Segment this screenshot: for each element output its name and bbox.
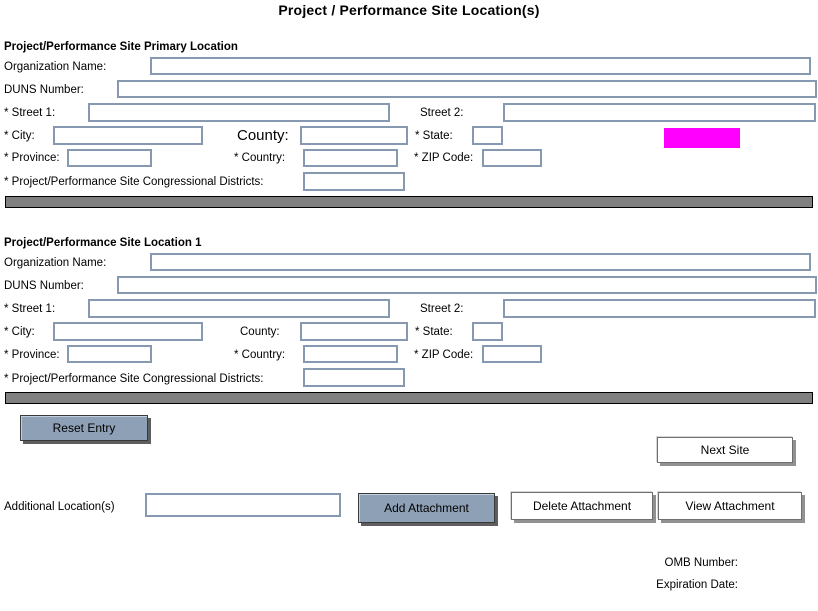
site1-state-input[interactable]: [472, 322, 503, 341]
site1-country-label: * Country:: [234, 349, 286, 361]
primary-congressional-districts-input[interactable]: [303, 172, 405, 191]
primary-organization-name-label: Organization Name:: [4, 61, 107, 73]
additional-locations-input[interactable]: [145, 493, 341, 517]
site1-province-label: * Province:: [4, 349, 60, 361]
omb-number-label: OMB Number:: [664, 557, 739, 569]
site1-street1-input[interactable]: [88, 299, 390, 318]
page-title: Project / Performance Site Location(s): [278, 2, 540, 18]
primary-county-label: County:: [237, 127, 289, 144]
site1-county-input[interactable]: [300, 322, 408, 341]
primary-city-input[interactable]: [53, 126, 203, 145]
primary-province-label: * Province:: [4, 152, 60, 164]
primary-state-input[interactable]: [472, 126, 503, 145]
site1-street2-label: Street 2:: [420, 303, 464, 315]
next-site-button[interactable]: Next Site: [657, 437, 793, 463]
primary-city-label: * City:: [4, 130, 35, 142]
site1-organization-name-input[interactable]: [150, 253, 811, 271]
add-attachment-button[interactable]: Add Attachment: [358, 493, 495, 523]
site1-duns-number-label: DUNS Number:: [4, 280, 84, 292]
site1-duns-number-input[interactable]: [117, 276, 817, 294]
site1-zip-code-label: * ZIP Code:: [414, 349, 474, 361]
site1-street2-input[interactable]: [503, 299, 816, 318]
section-heading-primary-location: Project/Performance Site Primary Locatio…: [4, 41, 238, 53]
site1-province-input[interactable]: [67, 345, 152, 363]
primary-street2-label: Street 2:: [420, 107, 464, 119]
site1-county-label: County:: [240, 326, 280, 338]
primary-duns-number-input[interactable]: [117, 80, 817, 98]
site1-organization-name-label: Organization Name:: [4, 257, 107, 269]
site1-street1-label: * Street 1:: [4, 303, 56, 315]
section-heading-site-location-1: Project/Performance Site Location 1: [4, 237, 202, 249]
additional-locations-label: Additional Location(s): [4, 501, 115, 513]
view-attachment-button[interactable]: View Attachment: [658, 492, 802, 520]
site1-state-label: * State:: [415, 326, 453, 338]
primary-street1-label: * Street 1:: [4, 107, 56, 119]
primary-state-label: * State:: [415, 130, 453, 142]
highlight-box: [664, 128, 740, 148]
primary-county-input[interactable]: [300, 126, 408, 145]
site1-country-input[interactable]: [303, 345, 398, 363]
section-separator-bar: [5, 196, 813, 208]
site1-congressional-districts-input[interactable]: [303, 368, 405, 387]
primary-zip-code-input[interactable]: [482, 149, 542, 167]
primary-zip-code-label: * ZIP Code:: [414, 152, 474, 164]
primary-street2-input[interactable]: [503, 103, 816, 122]
primary-street1-input[interactable]: [88, 103, 390, 122]
primary-duns-number-label: DUNS Number:: [4, 84, 84, 96]
primary-country-label: * Country:: [234, 152, 286, 164]
site1-zip-code-input[interactable]: [482, 345, 542, 363]
expiration-date-label: Expiration Date:: [656, 579, 738, 591]
primary-country-input[interactable]: [303, 149, 398, 167]
site1-congressional-districts-label: * Project/Performance Site Congressional…: [4, 373, 264, 385]
primary-organization-name-input[interactable]: [150, 57, 811, 75]
delete-attachment-button[interactable]: Delete Attachment: [511, 492, 653, 520]
reset-entry-button[interactable]: Reset Entry: [20, 415, 148, 441]
primary-congressional-districts-label: * Project/Performance Site Congressional…: [4, 176, 264, 188]
primary-province-input[interactable]: [67, 149, 152, 167]
site1-city-label: * City:: [4, 326, 35, 338]
site1-city-input[interactable]: [53, 322, 203, 341]
section-separator-bar: [5, 392, 813, 404]
